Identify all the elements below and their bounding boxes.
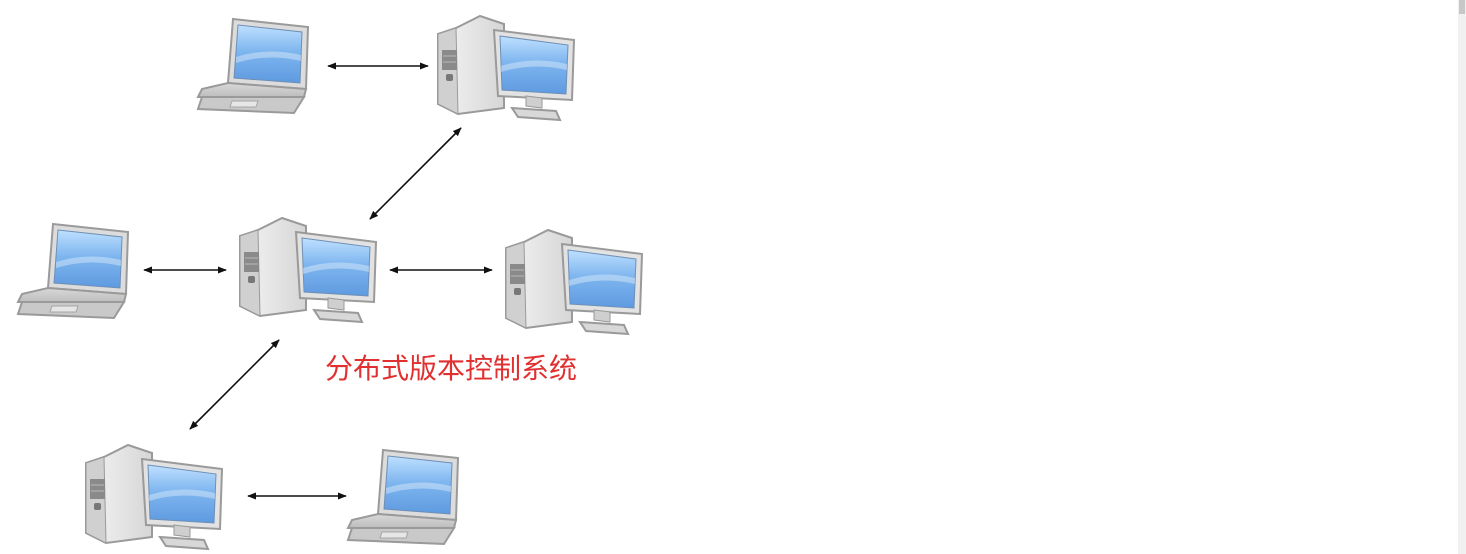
vertical-scrollbar[interactable] [1458, 0, 1466, 554]
diagram-caption: 分布式版本控制系统 [325, 352, 577, 386]
link-arrow [190, 340, 279, 429]
scrollbar-thumb[interactable] [1459, 0, 1465, 14]
laptop-top-left-icon [198, 19, 308, 113]
laptop-mid-left-icon [18, 224, 128, 318]
desktop-center-icon [240, 218, 376, 322]
link-arrow [370, 128, 461, 219]
laptop-bottom-right-icon [348, 450, 458, 544]
desktop-top-icon [438, 16, 574, 120]
desktop-mid-right-icon [506, 230, 642, 334]
desktop-bottom-left-icon [86, 445, 222, 549]
